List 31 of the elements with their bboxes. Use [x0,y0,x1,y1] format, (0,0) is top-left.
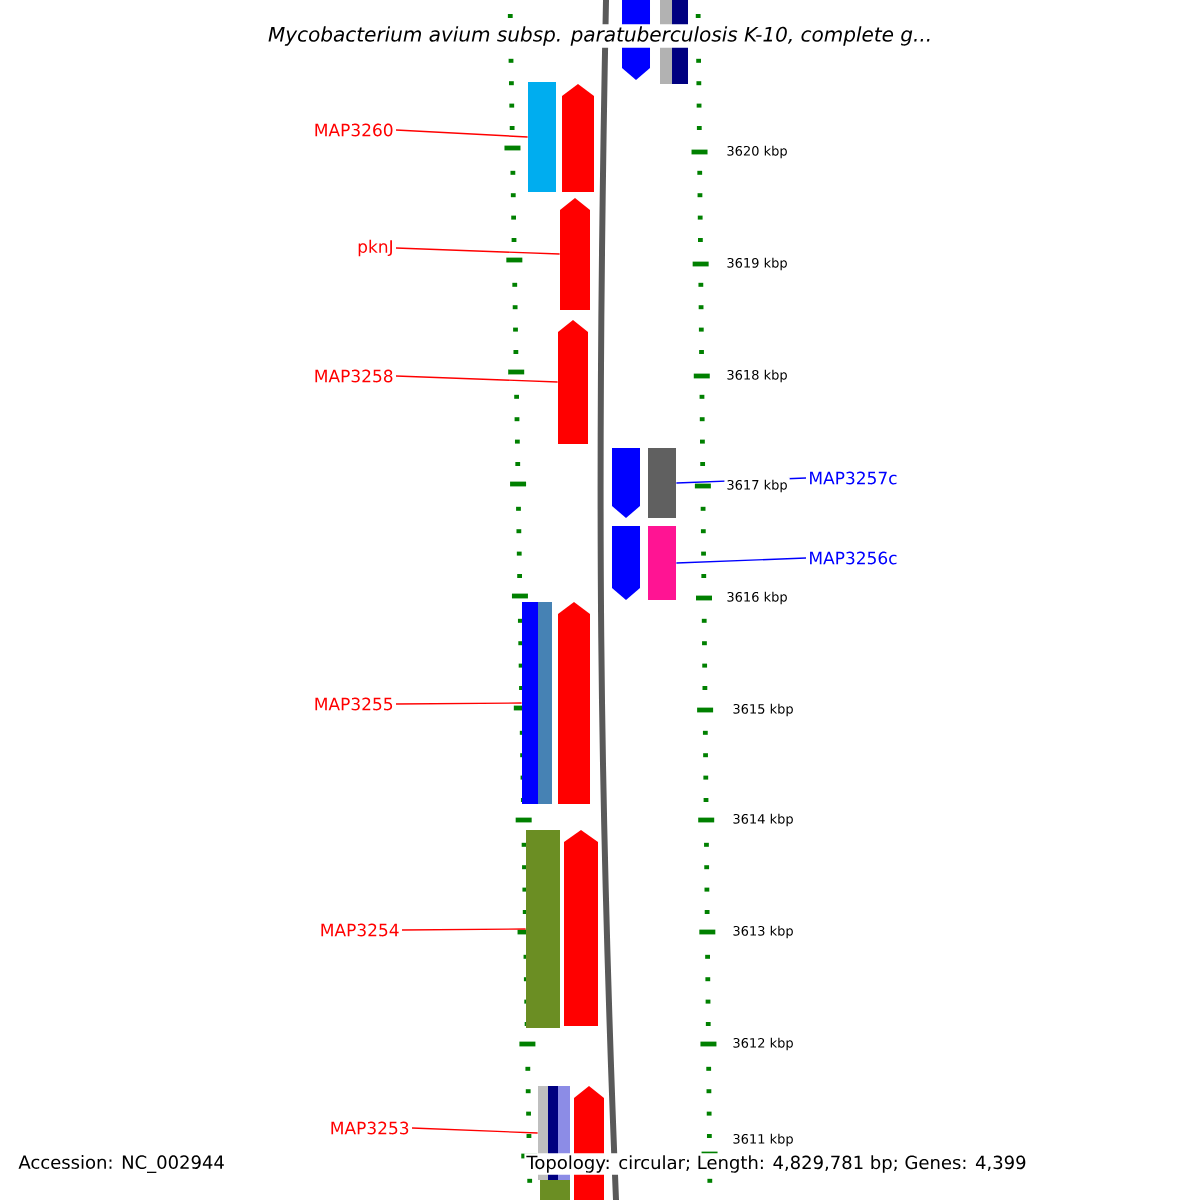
gene-label: MAP3255 [315,697,393,711]
leader-line [401,928,527,931]
gene-block [560,198,590,310]
gene-label: MAP3254 [321,923,399,937]
feature-bar [528,82,556,192]
title: Mycobacterium avium subsp. paratuberculosis K-10, complete g... [266,24,935,48]
gene-label: MAP3257c [810,471,897,485]
leader-line [395,702,523,705]
info-text: Accession: NC_002944 [16,1153,227,1175]
gene-label: MAP3260 [315,123,393,137]
feature-bar [522,602,552,804]
gene-block [612,448,640,518]
gene-label: MAP3253 [331,1121,409,1135]
leader-line [395,375,559,383]
feature-bar [540,1180,570,1200]
gene-block [558,320,588,444]
feature-bar [526,830,560,1028]
gene-label: pknJ [358,239,392,257]
leader-line [395,129,529,138]
feature-bar [648,448,676,518]
gene-block [562,84,594,192]
gene-block [558,602,590,804]
leader-line [411,1127,539,1134]
gene-block [564,830,598,1026]
info-text: Topology: circular; Length: 4,829,781 bp; Genes: 4,399 [524,1153,1029,1175]
leader-line [395,247,561,255]
feature-bar [648,526,676,600]
gene-label: MAP3258 [315,369,393,383]
gene-label: MAP3256c [810,551,897,565]
leader-line [675,557,807,564]
gene-block [612,526,640,600]
